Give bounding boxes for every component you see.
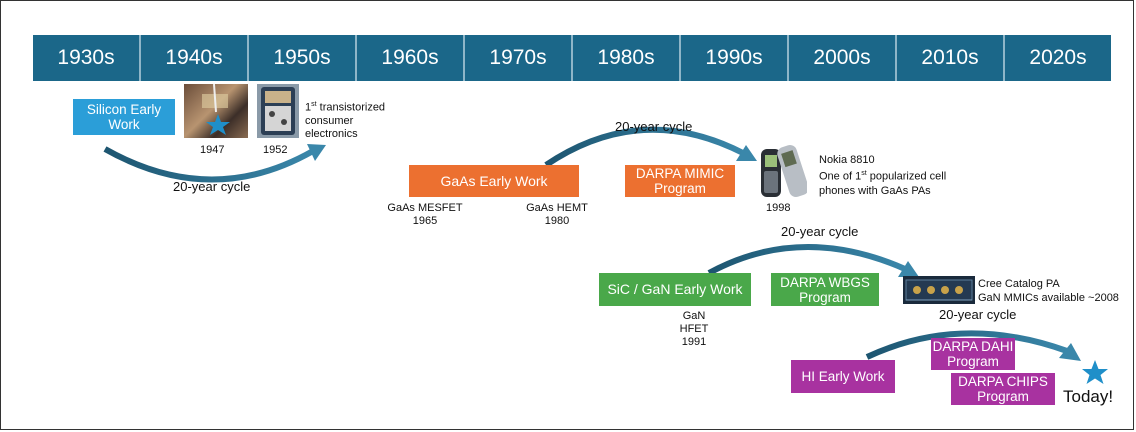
gaas-hemt-label: GaAs HEMT 1980 — [525, 202, 589, 228]
silicon-year-1947: 1947 — [200, 144, 224, 157]
radio-1952-photo — [257, 84, 299, 138]
gan-hfet-label: GaN HFET 1991 — [667, 310, 721, 349]
silicon-cycle-label: 20-year cycle — [173, 179, 250, 194]
circuit-board-icon — [903, 276, 975, 304]
decade-axis: 1930s 1940s 1950s 1960s 1970s 1980s 1990… — [33, 35, 1111, 81]
gan-cycle-label: 20-year cycle — [781, 224, 858, 239]
transistor-radio-icon — [257, 84, 299, 138]
decade-1960s: 1960s — [357, 35, 465, 81]
silicon-note: 1st transistorized consumer electronics — [305, 98, 385, 141]
darpa-mimic-box: DARPA MIMIC Program — [625, 165, 735, 197]
decade-1940s: 1940s — [141, 35, 249, 81]
decade-1930s: 1930s — [33, 35, 141, 81]
decade-2000s: 2000s — [789, 35, 897, 81]
darpa-chips-box: DARPA CHIPS Program — [951, 373, 1055, 405]
decade-1970s: 1970s — [465, 35, 573, 81]
nokia-8810-photo — [759, 143, 807, 201]
silicon-early-work-box: Silicon Early Work — [73, 99, 175, 135]
point-contact-transistor-icon — [184, 84, 248, 138]
darpa-dahi-box: DARPA DAHI Program — [931, 338, 1015, 370]
transistor-1947-photo — [184, 84, 248, 138]
decade-1990s: 1990s — [681, 35, 789, 81]
gaas-early-work-box: GaAs Early Work — [409, 165, 579, 197]
sic-gan-early-work-box: SiC / GaN Early Work — [599, 273, 751, 306]
gan-cycle-arrow — [709, 247, 905, 273]
darpa-wbgs-box: DARPA WBGS Program — [771, 273, 879, 306]
mobile-phone-icon — [759, 143, 807, 201]
gaas-mesfet-label: GaAs MESFET 1965 — [385, 202, 465, 228]
decade-2010s: 2010s — [897, 35, 1005, 81]
hi-cycle-label: 20-year cycle — [939, 307, 1016, 322]
gaas-cycle-label: 20-year cycle — [615, 119, 692, 134]
cree-pa-photo — [903, 276, 975, 304]
nokia-year: 1998 — [766, 202, 790, 215]
decade-2020s: 2020s — [1005, 35, 1111, 81]
decade-1950s: 1950s — [249, 35, 357, 81]
today-star-icon — [1082, 360, 1108, 384]
decade-1980s: 1980s — [573, 35, 681, 81]
gaas-cycle-arrow — [546, 130, 743, 165]
cree-note: Cree Catalog PA GaN MMICs available ~200… — [978, 277, 1119, 305]
hi-early-work-box: HI Early Work — [791, 360, 895, 393]
silicon-year-1952: 1952 — [263, 144, 287, 157]
today-label: Today! — [1063, 387, 1113, 407]
